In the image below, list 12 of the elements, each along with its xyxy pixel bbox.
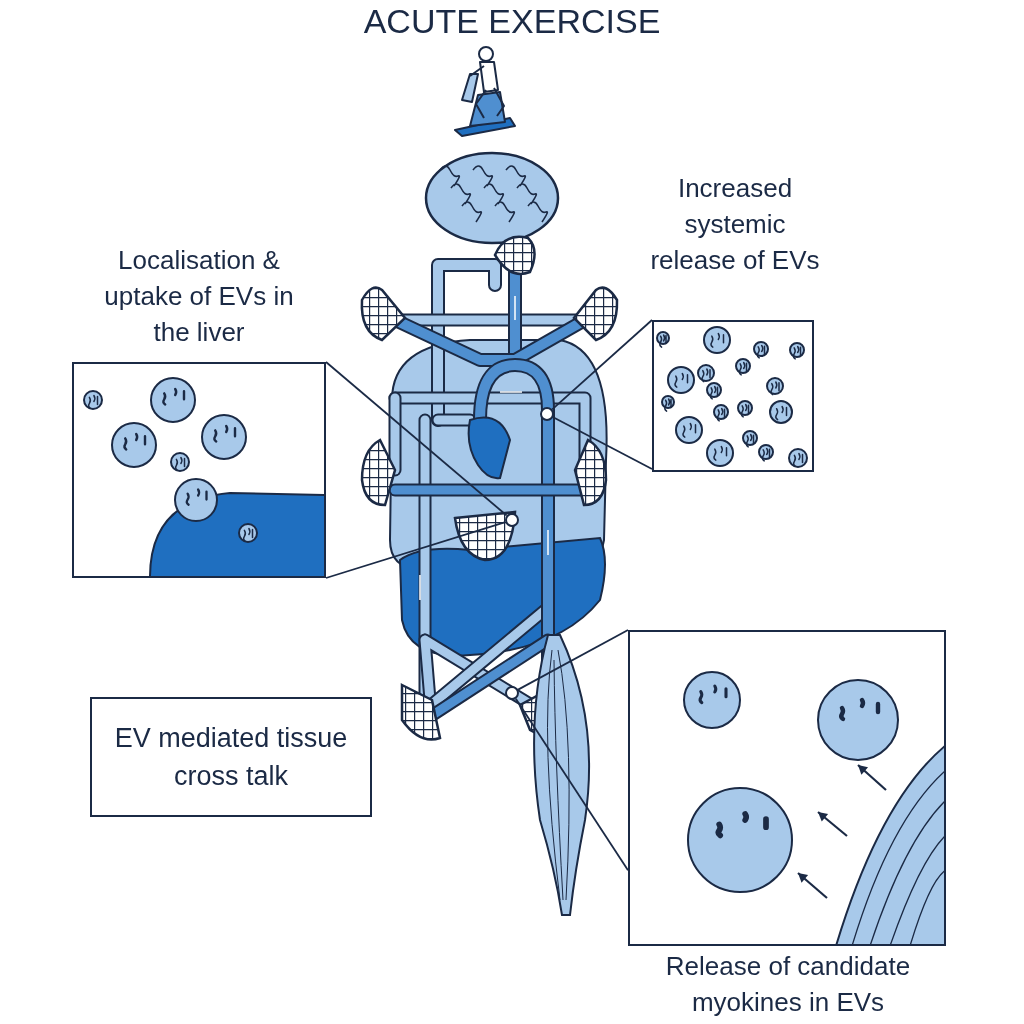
leader-line [325,521,507,579]
callout-heading: Increased systemic release of EVs [650,172,820,277]
callout-heading: Localisation & uptake of EVs in the liver [103,244,295,349]
leader-line [514,697,629,872]
text-box: EV mediated tissue cross talk [90,697,372,817]
callout-heading: Release of candidate myokines in EVs [664,950,912,1019]
title: ACUTE EXERCISE [362,2,662,41]
leader-line [517,629,629,691]
leader-line [551,319,653,411]
marker-dot [505,686,519,700]
leader-line [325,361,508,517]
leader-line [552,416,653,470]
